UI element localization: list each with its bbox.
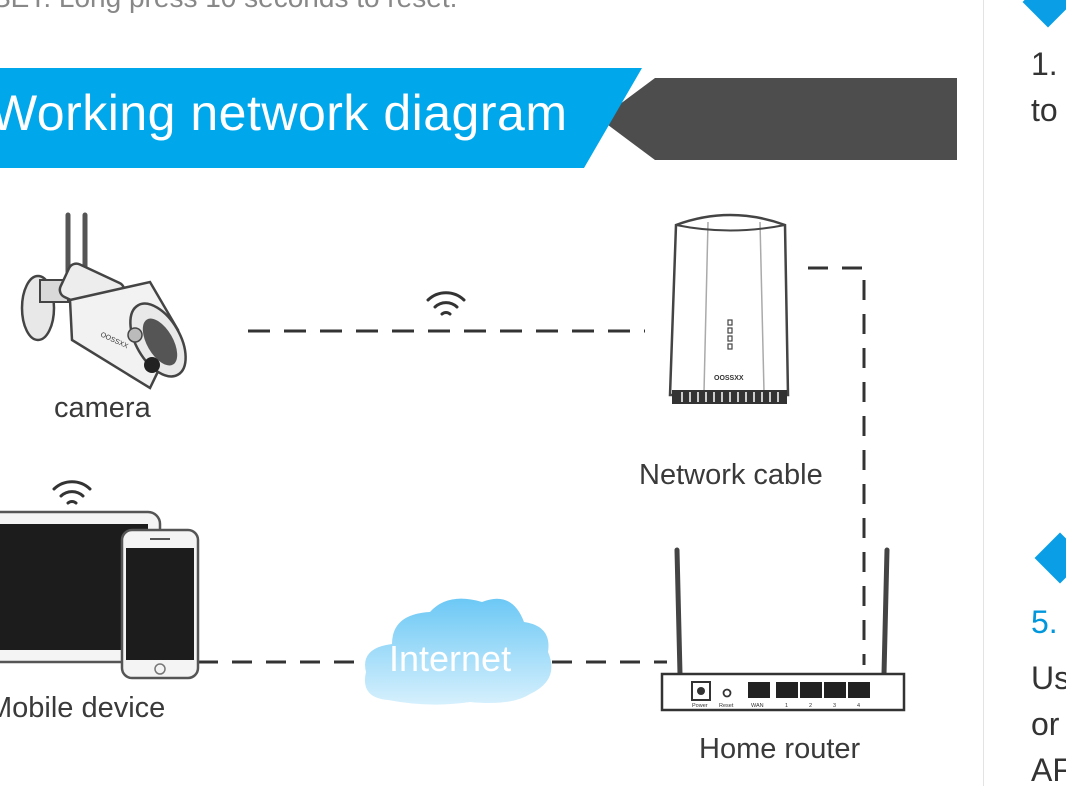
router-port-label: WAN bbox=[751, 703, 764, 709]
router-port-label: Power bbox=[692, 703, 708, 709]
side-step-number: 5. bbox=[1031, 604, 1058, 640]
router-port-label: 3 bbox=[833, 703, 836, 709]
section-title: Working network diagram bbox=[0, 85, 568, 141]
camera-label: camera bbox=[54, 392, 151, 424]
side-step-text: to bbox=[1031, 92, 1058, 128]
hub-brand-text: OOSSXX bbox=[714, 375, 744, 382]
diamond-bullet-icon bbox=[1034, 532, 1066, 584]
side-step-text: Us bbox=[1031, 660, 1066, 696]
side-step-text: AF bbox=[1031, 752, 1066, 788]
router-port-label: Reset bbox=[719, 703, 734, 709]
internet-label: Internet bbox=[389, 638, 512, 679]
hub-icon: OOSSXX bbox=[668, 213, 790, 404]
internet-cloud-icon bbox=[364, 598, 552, 705]
banner-dark-arrow bbox=[600, 78, 957, 160]
reset-note: SET: Long press 10 seconds to reset. bbox=[0, 0, 457, 14]
wifi-icon bbox=[426, 291, 466, 316]
diamond-bullet-icon bbox=[1022, 0, 1066, 28]
cable-link-hub-router bbox=[808, 266, 866, 665]
side-step-number: 1. bbox=[1031, 46, 1058, 82]
network-cable-label: Network cable bbox=[639, 459, 823, 491]
home-router-label: Home router bbox=[699, 733, 861, 765]
router-port-label: 1 bbox=[785, 703, 788, 709]
network-diagram: OOSSXX OOSSXX bbox=[0, 212, 906, 712]
side-step-text: or bbox=[1031, 706, 1060, 742]
wifi-icon bbox=[52, 480, 92, 505]
router-port-label: 4 bbox=[857, 703, 860, 709]
router-port-label: 2 bbox=[809, 703, 812, 709]
banner-blue-band bbox=[0, 68, 642, 168]
mobile-device-label: Mobile device bbox=[0, 692, 166, 724]
column-divider bbox=[983, 0, 984, 786]
smartphone-icon bbox=[120, 528, 200, 680]
camera-icon: OOSSXX bbox=[20, 212, 187, 390]
router-icon: Power Reset WAN 1 2 3 4 bbox=[660, 547, 906, 712]
